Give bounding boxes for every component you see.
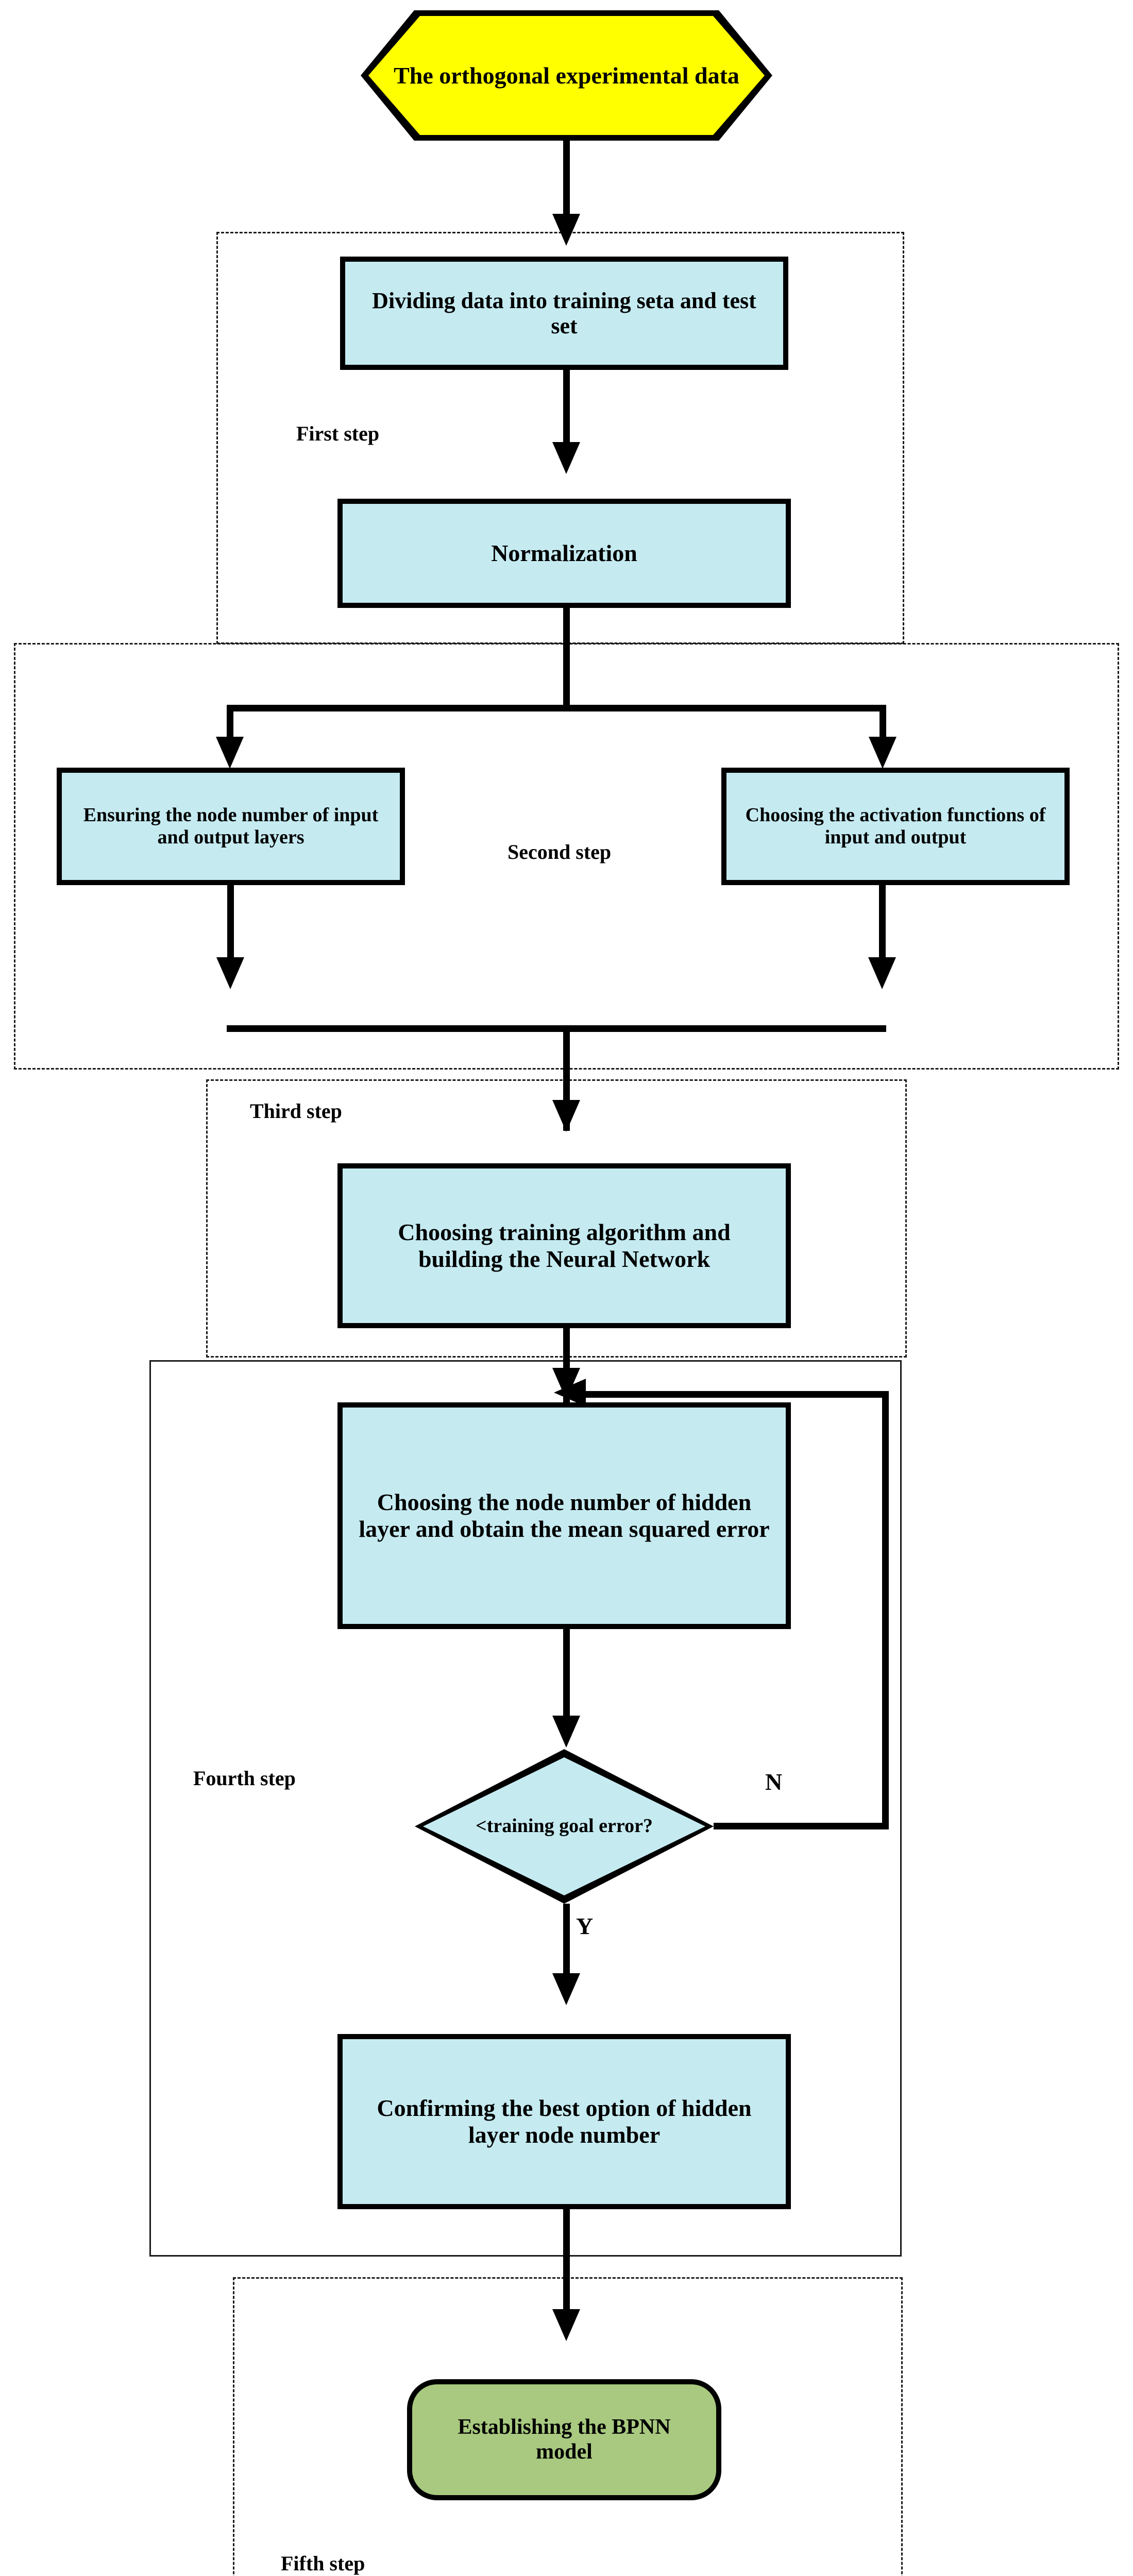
connector-no-back-left <box>567 1391 889 1398</box>
arrow-no-loop-back <box>554 1379 586 1406</box>
start-node-label: The orthogonal experimental data <box>368 16 765 135</box>
step-label-fifth: Fifth step <box>281 2552 365 2575</box>
connector-yes-down <box>563 1904 570 1994</box>
connector-normalize-down <box>563 608 570 709</box>
node-choosing-hidden-layer-nodes-label: Choosing the node number of hidden layer… <box>359 1489 770 1542</box>
step-label-second: Second step <box>508 840 612 863</box>
connector-split-horizontal <box>227 705 886 711</box>
decision-node-label: <training goal error? <box>476 1815 653 1837</box>
step-container-fourth <box>149 1360 902 2257</box>
end-node-bpnn-model-label: Establishing the BPNN model <box>458 2415 671 2464</box>
connector-no-right <box>714 1823 889 1829</box>
end-node-bpnn-model[interactable]: Establishing the BPNN model <box>407 2379 721 2500</box>
edge-label-yes: Y <box>576 1913 594 1939</box>
step-label-first: First step <box>296 422 380 445</box>
node-choosing-activation-functions-label: Choosing the activation functions of inp… <box>745 804 1046 848</box>
arrow-confirm-to-bpnn <box>552 2309 580 2341</box>
node-choosing-training-algorithm-label: Choosing training algorithm and building… <box>398 1219 731 1272</box>
node-confirming-best-option-label: Confirming the best option of hidden lay… <box>377 2095 752 2148</box>
connector-merge-horizontal <box>227 1025 886 1032</box>
arrow-ensure-merge <box>216 957 244 989</box>
node-dividing-data-label: Dividing data into training seta and tes… <box>372 287 756 338</box>
arrow-to-ensure <box>216 737 244 769</box>
node-normalization[interactable]: Normalization <box>337 499 791 608</box>
connector-no-up <box>882 1391 889 1826</box>
node-choosing-hidden-layer-nodes[interactable]: Choosing the node number of hidden layer… <box>337 1402 791 1629</box>
connector-split-right-down <box>880 705 886 742</box>
arrow-activation-merge <box>868 957 896 989</box>
node-ensuring-node-number-label: Ensuring the node number of input and ou… <box>83 804 379 848</box>
node-ensuring-node-number[interactable]: Ensuring the node number of input and ou… <box>57 768 405 885</box>
edge-label-no: N <box>765 1769 783 1795</box>
step-label-third: Third step <box>250 1099 342 1123</box>
node-normalization-label: Normalization <box>491 540 637 567</box>
step-label-fourth: Fourth step <box>193 1767 296 1790</box>
arrow-to-activation <box>869 737 897 769</box>
connector-activation-down <box>879 885 886 962</box>
connector-hidden-to-decision <box>563 1629 570 1737</box>
node-choosing-activation-functions[interactable]: Choosing the activation functions of inp… <box>721 768 1070 885</box>
connector-split-left-down <box>227 705 233 742</box>
connector-confirm-to-bpnn <box>563 2209 570 2333</box>
connector-start-to-divide <box>563 141 570 218</box>
arrow-yes-to-confirm <box>552 1973 580 2005</box>
step-container-third <box>206 1079 907 1358</box>
node-dividing-data[interactable]: Dividing data into training seta and tes… <box>340 257 788 370</box>
connector-divide-to-normalize <box>563 370 570 446</box>
connector-ensure-down <box>227 885 234 962</box>
start-node-orthogonal-data[interactable]: The orthogonal experimental data <box>361 10 772 141</box>
arrow-hidden-to-decision <box>552 1716 580 1748</box>
arrow-merge-to-algorithm <box>552 1100 580 1132</box>
node-confirming-best-option[interactable]: Confirming the best option of hidden lay… <box>337 2034 791 2209</box>
node-choosing-training-algorithm[interactable]: Choosing training algorithm and building… <box>337 1163 791 1328</box>
decision-node-training-goal-error[interactable]: <training goal error? <box>415 1749 714 1904</box>
arrow-start-to-divide <box>552 214 580 246</box>
arrow-divide-to-normalize <box>552 442 580 474</box>
